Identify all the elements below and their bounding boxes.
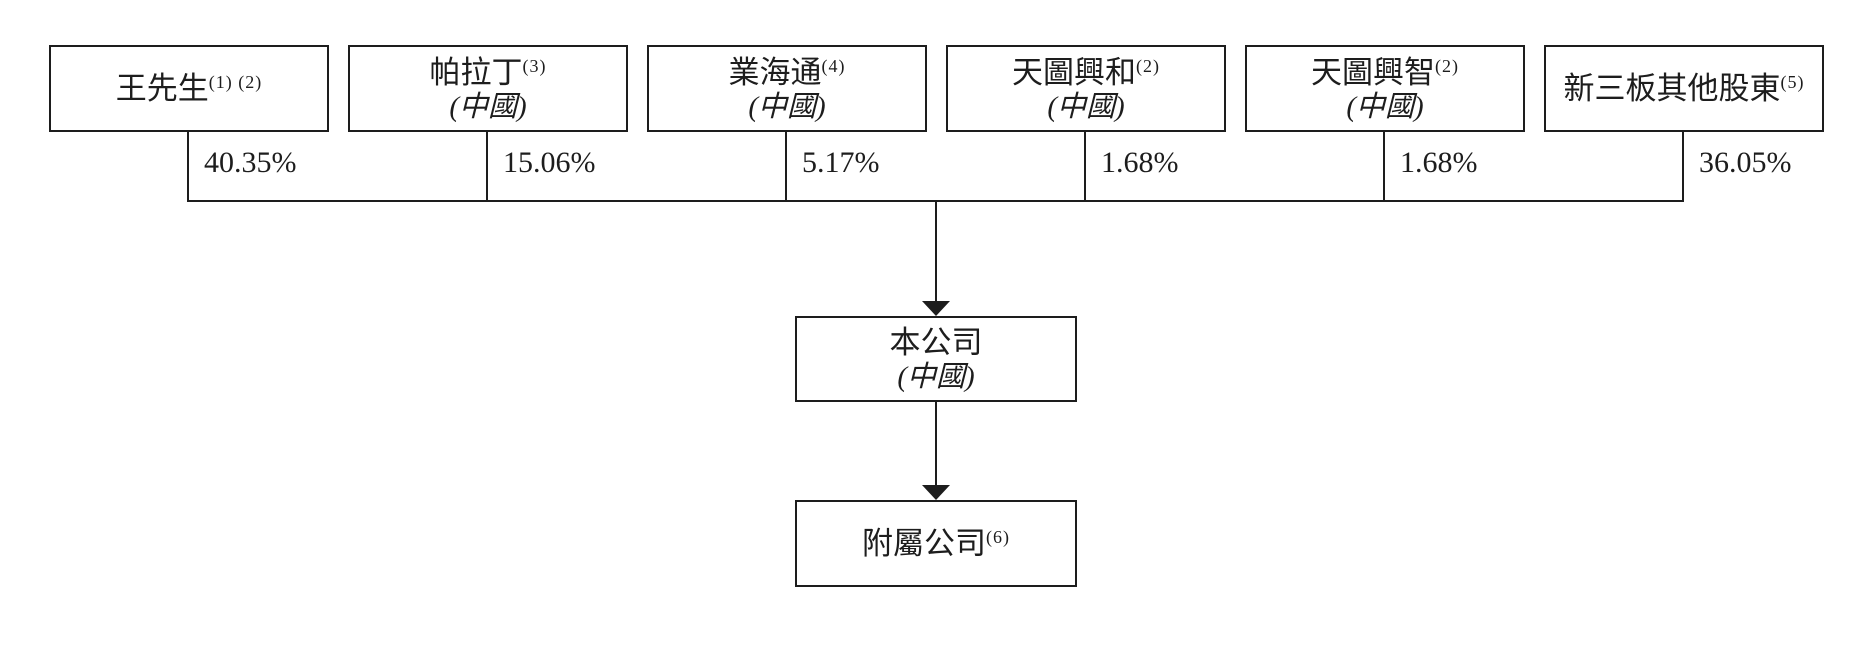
- subsidiary-name: 附屬公司(6): [862, 526, 1010, 561]
- shareholder-box-palatin: 帕拉丁(3) (中國): [348, 45, 628, 132]
- subsidiary-box: 附屬公司(6): [795, 500, 1077, 587]
- shareholder-box-mr-wang: 王先生(1) (2): [49, 45, 329, 132]
- connector-drop-line: [1084, 132, 1086, 200]
- footnote-superscript: (2): [1136, 55, 1160, 76]
- shareholder-name: 業海通(4): [728, 54, 846, 90]
- ownership-percentage: 1.68%: [1400, 146, 1478, 179]
- ownership-percentage: 5.17%: [802, 146, 880, 179]
- company-name: 本公司: [889, 325, 983, 360]
- shareholder-name: 新三板其他股東(5): [1563, 71, 1805, 106]
- connector-drop-line: [1682, 132, 1684, 200]
- connector-drop-line: [486, 132, 488, 200]
- jurisdiction-label: (中國): [897, 361, 975, 393]
- ownership-percentage: 40.35%: [204, 146, 297, 179]
- shareholder-name: 帕拉丁(3): [429, 54, 547, 90]
- connector-drop-line: [1383, 132, 1385, 200]
- connector-drop-line: [187, 132, 189, 200]
- jurisdiction-label: (中國): [449, 90, 527, 123]
- footnote-superscript: (3): [522, 55, 547, 76]
- shareholder-box-yehaitong: 業海通(4) (中國): [647, 45, 927, 132]
- jurisdiction-label: (中國): [748, 90, 826, 123]
- connector-drop-line: [785, 132, 787, 200]
- footnote-superscript: (6): [986, 527, 1010, 547]
- jurisdiction-label: (中國): [1047, 90, 1125, 123]
- footnote-superscript: (5): [1780, 72, 1805, 92]
- shareholder-box-neeq-other-shareholders: 新三板其他股東(5): [1544, 45, 1824, 132]
- footnote-superscript: (4): [821, 55, 846, 76]
- shareholder-box-tiantu-xingzhi: 天圖興智(2) (中國): [1245, 45, 1525, 132]
- shareholder-name: 天圖興和(2): [1012, 54, 1160, 90]
- shareholder-name: 天圖興智(2): [1311, 54, 1459, 90]
- ownership-percentage: 15.06%: [503, 146, 596, 179]
- company-box: 本公司 (中國): [795, 316, 1077, 402]
- arrowhead-down-icon: [922, 485, 950, 500]
- arrow-line-to-company: [935, 202, 937, 304]
- shareholder-name: 王先生(1) (2): [115, 71, 263, 106]
- shareholder-box-tiantu-xinghe: 天圖興和(2) (中國): [946, 45, 1226, 132]
- jurisdiction-label: (中國): [1346, 90, 1424, 123]
- ownership-percentage: 36.05%: [1699, 146, 1792, 179]
- connector-bus-line: [187, 200, 1684, 202]
- arrowhead-down-icon: [922, 301, 950, 316]
- footnote-superscript: (1) (2): [208, 72, 263, 92]
- footnote-superscript: (2): [1435, 55, 1459, 76]
- arrow-line-to-subsidiary: [935, 402, 937, 487]
- ownership-percentage: 1.68%: [1101, 146, 1179, 179]
